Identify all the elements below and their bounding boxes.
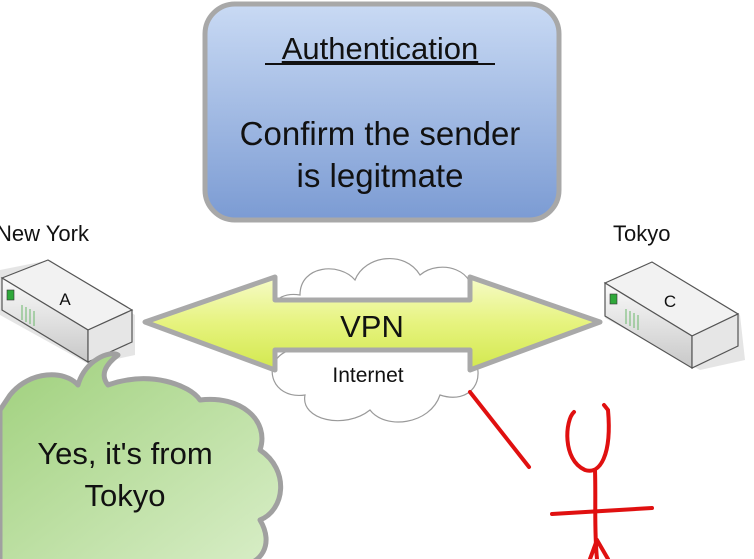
auth-line-1: Confirm the sender bbox=[240, 115, 521, 152]
status-led-icon bbox=[609, 293, 618, 305]
stick-figure-body bbox=[593, 468, 599, 559]
thought-cloud: Yes, it's from Tokyo bbox=[0, 351, 284, 559]
tokyo-label: Tokyo bbox=[613, 221, 670, 246]
new-york-label: New York bbox=[0, 221, 90, 246]
auth-title: Authentication bbox=[282, 31, 478, 66]
router-c: C bbox=[603, 261, 745, 370]
red-line bbox=[468, 390, 531, 469]
stick-figure-head bbox=[565, 403, 611, 473]
router-a-label: A bbox=[59, 290, 71, 309]
router-a: A bbox=[0, 259, 135, 365]
router-c-label: C bbox=[664, 292, 676, 311]
stick-figure-legs bbox=[588, 538, 610, 559]
eavesdropper-stick-figure bbox=[468, 390, 654, 559]
thought-line-2: Tokyo bbox=[85, 478, 166, 513]
thought-line-1: Yes, it's from bbox=[37, 436, 212, 471]
vpn-tunnel-arrow: VPN bbox=[142, 274, 603, 373]
authentication-box: Authentication Confirm the sender is leg… bbox=[202, 1, 562, 223]
stick-figure-arms bbox=[550, 506, 654, 516]
auth-line-2: is legitmate bbox=[297, 157, 464, 194]
status-led-icon bbox=[6, 289, 15, 301]
internet-label: Internet bbox=[332, 364, 403, 387]
vpn-label: VPN bbox=[340, 309, 404, 344]
